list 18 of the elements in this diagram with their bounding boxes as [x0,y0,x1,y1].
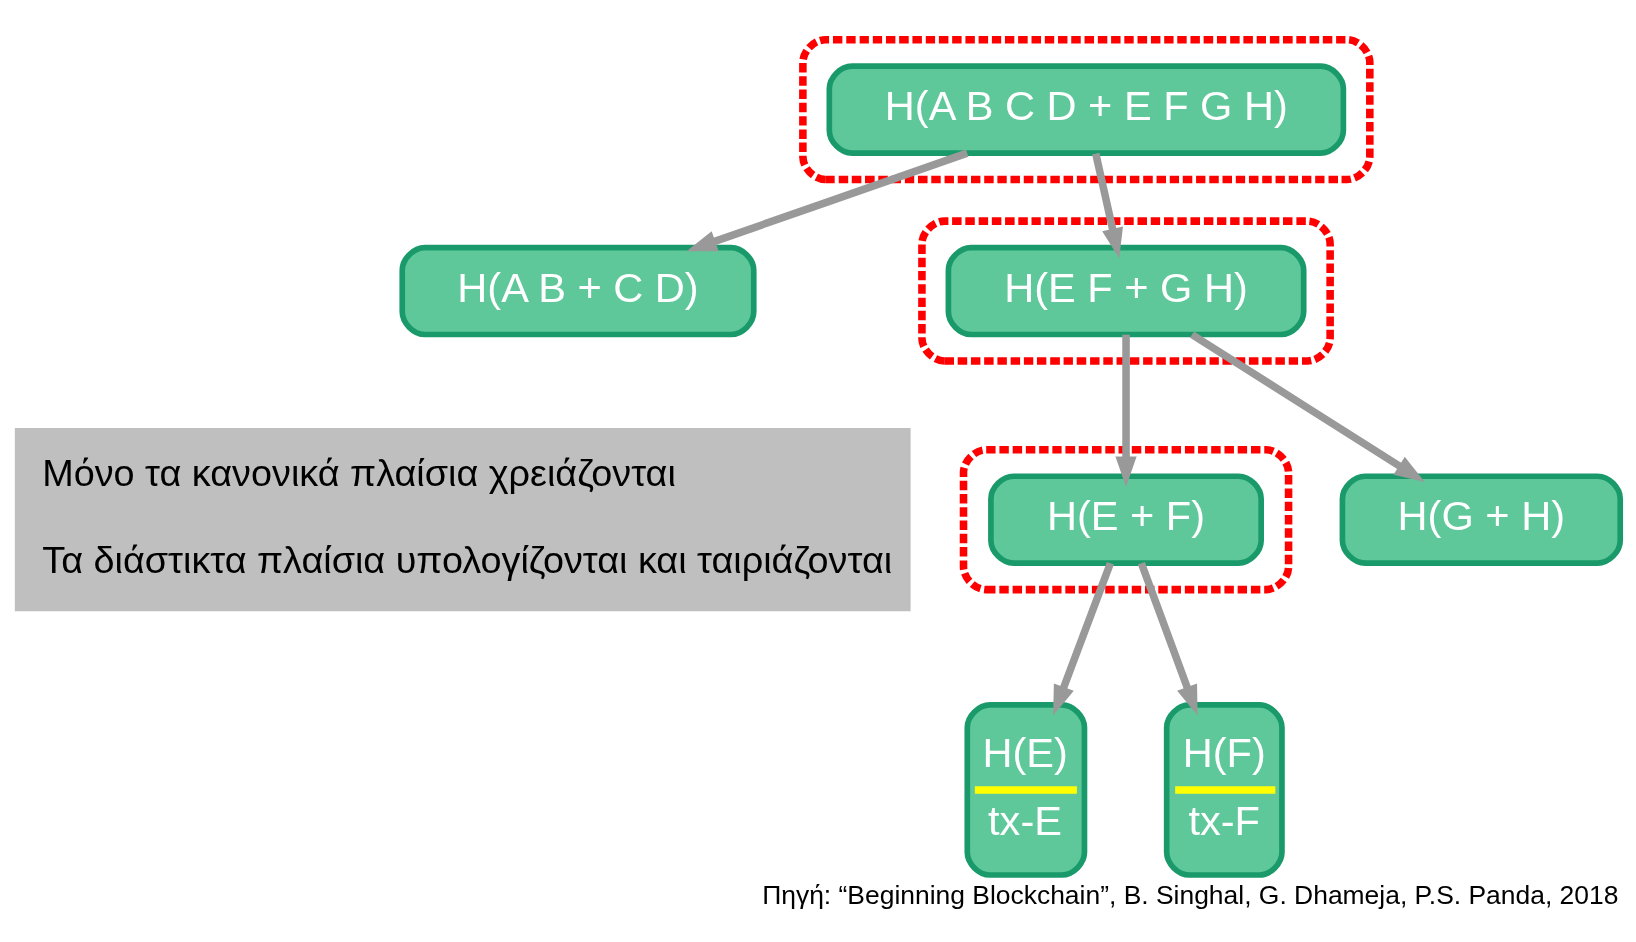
node-box: Μόνο τα κανονικά πλαίσια χρειάζονται Τα διάστικτα πλαίσια υπολογίζονται και ταιριάζονται [14,427,911,611]
node-box: H(A B C D + E F G H) [826,62,1347,156]
arrow [1137,561,1198,716]
arrow [1092,152,1123,258]
cluster [959,445,1293,593]
node-box: H(F) tx-F [1163,701,1285,878]
cluster [799,35,1374,183]
caption: Πηγή: “Beginning Blockchain”, B. Singhal, G. Dhameja, P.S. Panda, 2018 [762,879,1619,910]
arrow [1190,331,1425,482]
node-box: H(A B + C D) [399,244,757,337]
node-box: H(E F + G H) [945,244,1307,337]
cluster [918,216,1334,365]
arrow [1115,334,1137,487]
node-box: H(E + F) [988,472,1264,566]
arrow [1053,561,1114,716]
node-box: H(G + H) [1339,472,1624,566]
arrow [686,149,969,251]
node-box: H(E) tx-E [964,701,1088,878]
